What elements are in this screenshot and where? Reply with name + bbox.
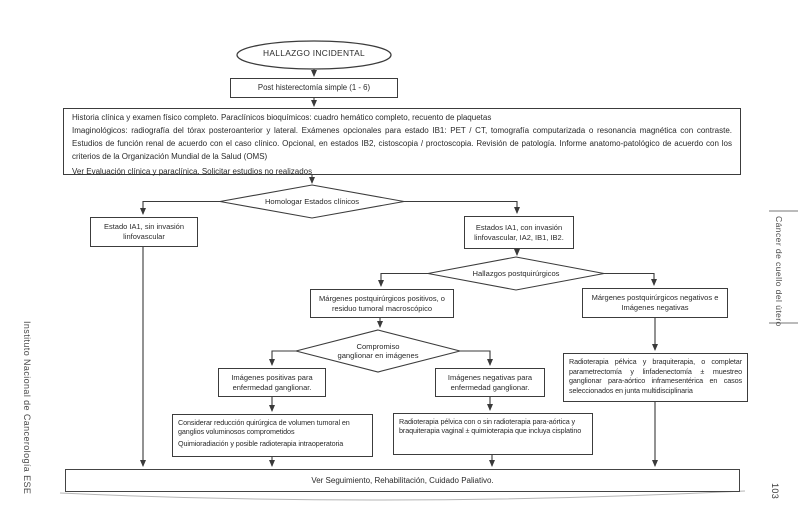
- decision-nodal-label: Compromiso ganglionar en imágenes: [308, 338, 448, 364]
- decision-postsurgical-diamond: [427, 256, 605, 291]
- workup-line1: Historia clínica y examen físico complet…: [72, 113, 492, 122]
- decision-homologar-diamond: [219, 184, 405, 219]
- decision-nodal-label-line1: Compromiso: [356, 341, 400, 351]
- margins-positive-box: Márgenes postquirúrgicos positivos, o re…: [310, 289, 454, 318]
- decision-homologar-label: Homologar Estados clínicos: [264, 196, 360, 206]
- rt-pelvic-cisplatin-text: Radioterapia pélvica con o sin radiotera…: [399, 417, 582, 436]
- left-margin-text: Instituto Nacional de Cancerología ESE: [22, 321, 32, 495]
- stage-ia1-no-lvi-box: Estado IA1, sin invasión linfovascular: [90, 217, 198, 247]
- followup-bar: Ver Seguimiento, Rehabilitación, Cuidado…: [65, 469, 740, 492]
- decision-postsurgical-label: Hallazgos postquirúrgicos: [472, 268, 560, 278]
- surgical-debulking-box: Considerar reducción quirúrgica de volum…: [172, 414, 373, 457]
- margins-negative-box: Márgenes postquirúrgicos negativos e Imá…: [582, 288, 728, 318]
- rt-pelvic-cisplatin-box: Radioterapia pélvica con o sin radiotera…: [393, 413, 593, 455]
- workup-box: Historia clínica y examen físico complet…: [63, 108, 741, 176]
- images-negative-box: Imágenes negativas para enfermedad gangl…: [435, 368, 545, 397]
- rt-brachytherapy-complete-box: Radioterapia pélvica y braquiterapia, o …: [563, 353, 748, 402]
- connector-arrows: [140, 69, 658, 467]
- start-label: HALLAZGO INCIDENTAL: [263, 48, 365, 58]
- workup-line2: Imaginológicos: radiografía del tórax po…: [72, 125, 732, 161]
- workup-line3: Ver Evaluación clínica y paraclínica. So…: [72, 166, 313, 176]
- surgical-debulking-line1: Considerar reducción quirúrgica de volum…: [178, 418, 350, 437]
- decision-nodal-label-line2: ganglionar en imágenes: [337, 351, 419, 360]
- stage-lvi-box: Estados IA1, con invasión linfovascular,…: [464, 216, 574, 249]
- page-curl-line: [59, 490, 746, 501]
- post-hysterectomy-box: Post histerectomía simple (1 - 6): [230, 78, 398, 98]
- page-number: 103: [770, 483, 780, 500]
- right-margin-text: Cáncer de cuello del útero: [774, 216, 784, 327]
- surgical-debulking-line2: Quimioradiación y posible radioterapia i…: [178, 438, 344, 448]
- images-positive-box: Imágenes positivas para enfermedad gangl…: [218, 368, 326, 397]
- decision-nodal-diamond: [295, 329, 461, 373]
